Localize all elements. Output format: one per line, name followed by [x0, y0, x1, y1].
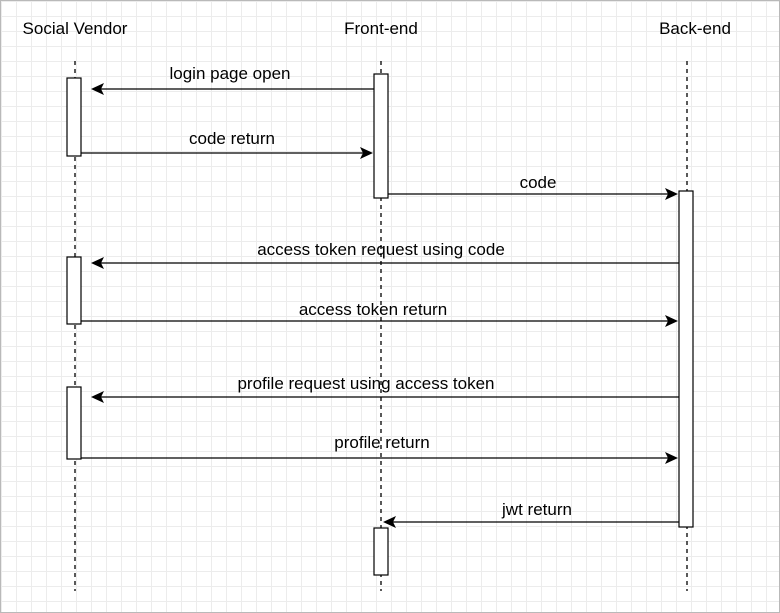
message-label: code return	[189, 129, 275, 148]
arrowhead-left-icon	[91, 257, 104, 269]
message-label: profile return	[334, 433, 429, 452]
message-label: access token return	[299, 300, 447, 319]
activation-social-vendor-3	[66, 386, 82, 460]
message-access-token-return: access token return	[81, 300, 678, 327]
message-profile-return: profile return	[81, 433, 678, 464]
message-label: profile request using access token	[237, 374, 494, 393]
message-label: jwt return	[501, 500, 572, 519]
activation-social-vendor-2	[66, 256, 82, 325]
activation-back-end	[678, 190, 694, 528]
message-login-page-open: login page open	[91, 64, 374, 95]
arrowhead-right-icon	[665, 188, 678, 200]
message-label: code	[520, 173, 557, 192]
message-access-token-request: access token request using code	[91, 240, 679, 269]
message-profile-request: profile request using access token	[91, 374, 679, 403]
participant-back-end-label: Back-end	[659, 19, 731, 38]
arrowhead-left-icon	[91, 83, 104, 95]
arrowhead-left-icon	[91, 391, 104, 403]
participant-front-end-label: Front-end	[344, 19, 418, 38]
message-jwt-return: jwt return	[383, 500, 679, 528]
activation-social-vendor-1	[66, 77, 82, 157]
activation-front-end-2	[373, 527, 389, 576]
message-code: code	[388, 173, 678, 200]
arrowhead-left-icon	[383, 516, 396, 528]
arrowhead-right-icon	[665, 315, 678, 327]
message-label: access token request using code	[257, 240, 505, 259]
message-code-return: code return	[81, 129, 373, 159]
participant-social-vendor-label: Social Vendor	[23, 19, 128, 38]
arrowhead-right-icon	[360, 147, 373, 159]
activation-front-end-1	[373, 73, 389, 199]
arrowhead-right-icon	[665, 452, 678, 464]
message-label: login page open	[169, 64, 290, 83]
